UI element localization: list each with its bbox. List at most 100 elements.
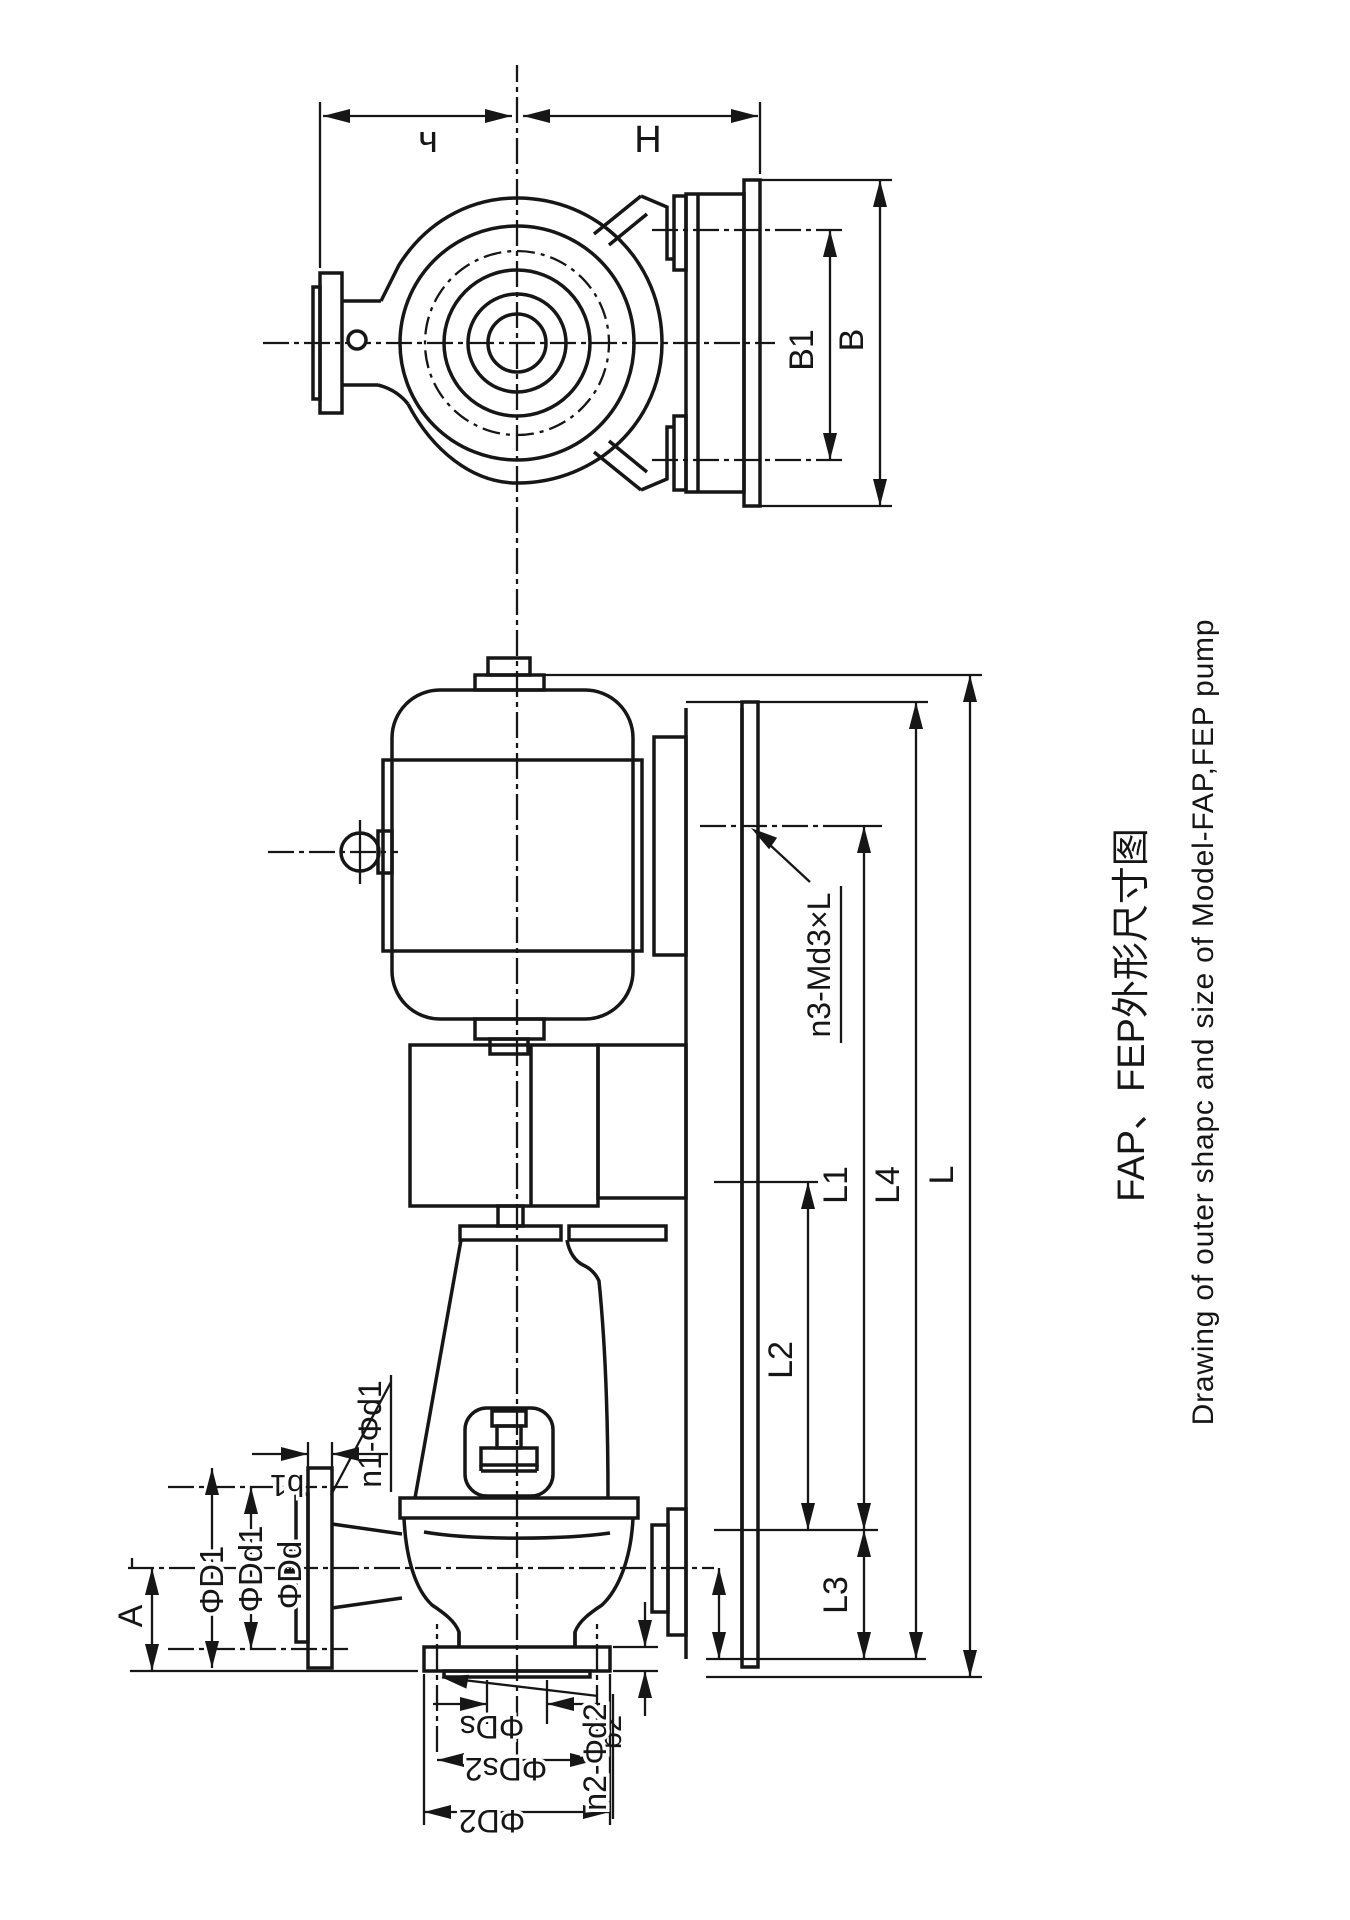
object-line [331, 1522, 403, 1536]
motor-support-plate [652, 735, 688, 957]
object-line [331, 1596, 403, 1610]
motor-end-cap [473, 673, 546, 692]
label-B1: B1 [783, 329, 821, 371]
label-B: B [833, 329, 871, 352]
label-L1: L1 [817, 1166, 855, 1204]
endview-foot [672, 194, 688, 272]
object-curve [607, 439, 649, 474]
dim-arrowhead [801, 1503, 815, 1530]
casing-circle [486, 312, 548, 374]
label-A: A [112, 1604, 150, 1627]
casing-circle [466, 292, 568, 394]
dim-arrowhead [638, 1620, 652, 1647]
dim-arrowhead [205, 1468, 219, 1495]
leader-line [329, 1381, 393, 1496]
bracket-cone [565, 1239, 610, 1499]
label-che: ч [418, 119, 438, 161]
dim-arrowhead [823, 433, 837, 460]
label-Hdim: H [634, 119, 661, 161]
leader-arrowhead [441, 1674, 469, 1689]
motor-end-cap [473, 1017, 546, 1041]
dim-arrowhead [583, 1805, 610, 1819]
suction-flange-plate [422, 1645, 612, 1673]
endview-baseplate [742, 178, 762, 508]
label-L: L [923, 1166, 961, 1185]
label-n2phid2: n2-Φd2 [577, 1703, 613, 1810]
endview-foot [672, 414, 688, 492]
dim-arrowhead [963, 1650, 977, 1677]
label-phiDs2: ΦDs2 [465, 1751, 547, 1787]
gland-bolt-head [490, 1409, 528, 1428]
dim-arrowhead [485, 109, 512, 123]
dim-arrowhead [712, 1632, 726, 1659]
dim-arrowhead [283, 1541, 297, 1568]
label-n3md3: n3-Md3×L [801, 893, 837, 1038]
baseplate-plate [740, 700, 760, 1669]
dim-arrowhead [145, 1568, 159, 1595]
shaft-stub [496, 1204, 525, 1228]
object-curve [607, 212, 649, 247]
dim-arrowhead [323, 109, 350, 123]
dim-arrowhead [731, 109, 758, 123]
dim-arrowhead [283, 1569, 297, 1596]
casing-circle [442, 268, 592, 418]
label-b2: b2 [593, 1715, 628, 1749]
dim-arrowhead [712, 1568, 726, 1595]
casing-outline [573, 1517, 635, 1646]
dim-arrowhead [857, 1530, 871, 1557]
dim-arrowhead [857, 1632, 871, 1659]
casing-cover-plate [398, 1496, 640, 1520]
motor-shaft-end [486, 656, 532, 677]
casing-foot-base [666, 1507, 688, 1637]
dim-arrowhead [547, 1697, 574, 1711]
object-curve [592, 194, 643, 236]
casing-circle [398, 224, 636, 462]
object-curve [377, 383, 410, 406]
casing-outline [402, 1517, 461, 1646]
label-L3: L3 [817, 1576, 855, 1614]
leader-arrowhead [751, 828, 778, 850]
dim-arrowhead [523, 109, 550, 123]
dim-arrowhead [857, 826, 871, 853]
gauge-plug [346, 329, 368, 351]
dim-arrowhead [332, 1447, 359, 1461]
motor-shell [390, 688, 635, 1021]
impeller-bolt-circle [423, 249, 611, 437]
bracket-end-plate [458, 1224, 563, 1242]
drawing-title-cn: FAP、FEP外形尺寸图 [1111, 828, 1153, 1202]
label-phiD1: ΦD1 [193, 1546, 230, 1615]
coupling-frame [408, 1043, 600, 1208]
bracket-end-plate [567, 1224, 668, 1242]
label-phiDs: ΦDs [460, 1709, 525, 1745]
endview-discharge-flange [318, 271, 344, 415]
object-polyline [640, 194, 674, 261]
label-b1: b1 [270, 1468, 304, 1503]
dim-arrowhead [281, 1447, 308, 1461]
dim-arrowhead [873, 180, 887, 207]
volute-outline [379, 196, 664, 485]
label-phiDd1: ΦDd1 [232, 1526, 269, 1613]
object-polyline [640, 425, 674, 492]
dim-arrowhead [437, 1753, 464, 1767]
motor-stator-band [381, 758, 644, 953]
dim-arrowhead [801, 1182, 815, 1209]
object-curve [423, 1530, 611, 1540]
leader-line [445, 1676, 599, 1698]
dim-arrowhead [244, 1487, 258, 1514]
bracket-window [463, 1406, 555, 1498]
dim-arrowhead [823, 230, 837, 257]
object-curve [592, 450, 643, 492]
dim-arrowhead [145, 1644, 159, 1671]
dim-arrowhead [244, 1622, 258, 1649]
label-L4: L4 [869, 1166, 907, 1204]
bracket-cone [413, 1239, 463, 1499]
drawing-title-en: Drawing of outer shapc and size of Model… [1187, 619, 1220, 1426]
dim-arrowhead [909, 1632, 923, 1659]
dim-arrowhead [857, 1503, 871, 1530]
discharge-flange-plate [306, 1466, 334, 1670]
dim-arrowhead [424, 1805, 451, 1819]
motor-shaft [488, 1037, 530, 1056]
gland-flange [479, 1446, 539, 1467]
